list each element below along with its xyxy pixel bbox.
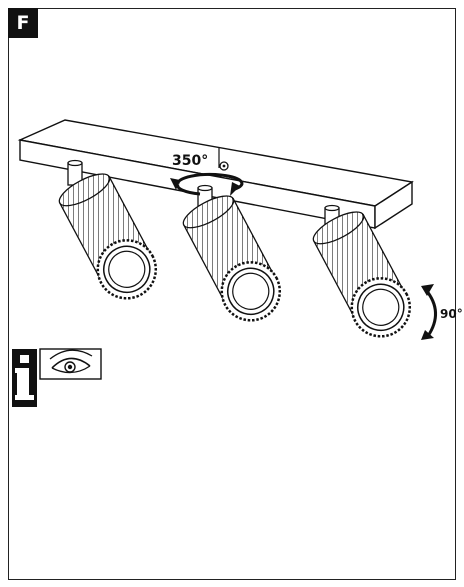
screw-icon: [218, 148, 229, 171]
tilt-arrow-icon: [421, 284, 437, 340]
mounting-bar: [17, 119, 414, 230]
rotation-label: 350°: [172, 153, 208, 169]
spotlight-3: [312, 204, 412, 338]
spotlight-1: [58, 159, 158, 300]
rotation-arrow-icon: [170, 172, 244, 196]
info-i-icon: [12, 349, 37, 407]
eye-icon: [39, 348, 102, 380]
spotlight-2: [182, 184, 282, 322]
tilt-label: 90°: [440, 307, 463, 321]
section-badge: F: [8, 8, 38, 38]
